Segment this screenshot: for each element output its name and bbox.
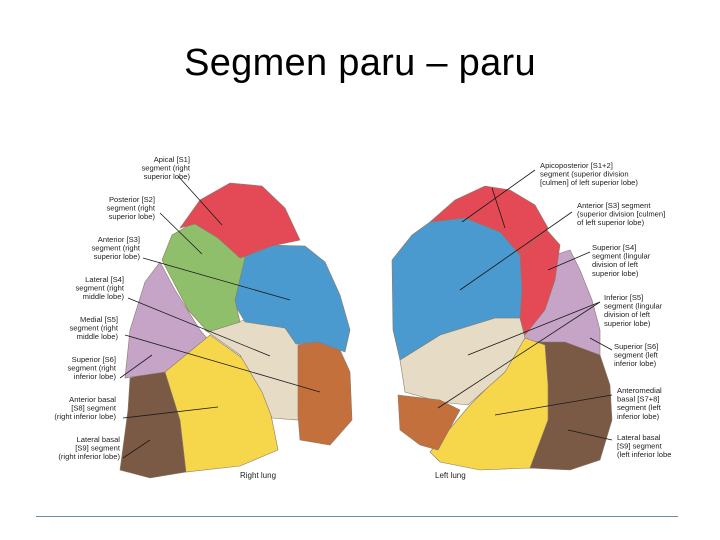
leader-line — [177, 175, 223, 226]
right-lung-caption: Right lung — [240, 471, 276, 480]
right-lung-label-8: Lateral basal[S9] segment(right inferior… — [58, 435, 121, 461]
leader-line — [459, 211, 573, 291]
left-lung-label-line: inferior lobe) — [617, 412, 660, 421]
right-medial-basal-orange — [297, 339, 353, 446]
right-lung-label-line: superior lobe) — [144, 172, 191, 181]
right-lung-label-7: Anterior basal[S8] segment(right inferio… — [54, 395, 117, 421]
leader-line — [159, 212, 203, 255]
leader-line — [124, 334, 321, 393]
right-lung-label-line: Anterior [S3] — [98, 235, 140, 244]
left-lung-label-line: [S9] segment — [617, 442, 663, 451]
left-lung-label-line: inferior lobe) — [614, 359, 657, 368]
left-lung-label-line: (superior division [culmen] — [577, 210, 665, 219]
right-lung-label-line: middle lobe) — [83, 292, 125, 301]
right-lung-label-line: segment (right — [141, 164, 190, 173]
leader-line — [142, 257, 291, 301]
right-lung-label-line: Apical [S1] — [154, 155, 190, 164]
left-lung-label-2: Anterior [S3] segment(superior division … — [577, 201, 665, 227]
left-lung-label-line: Superior [S6] — [614, 342, 658, 351]
left-lung-label-line: segment (lingular — [592, 252, 651, 261]
leader-line — [547, 251, 591, 271]
right-lateral-segment-s4 — [231, 244, 351, 353]
left-lung-label-line: [culmen] of left superior lobe) — [540, 178, 638, 187]
left-lung-label-line: Inferior [S5] — [604, 293, 643, 302]
left-lung-label-line: Anteromedial — [617, 386, 662, 395]
leader-line — [119, 354, 153, 379]
left-lung-label-line: segment (superior division — [540, 170, 629, 179]
right-lung-label-line: Lateral [S4] — [85, 275, 124, 284]
left-lung-label-line: division of left — [592, 260, 639, 269]
right-lung: Right lung — [119, 182, 353, 480]
left-lung-label-line: Anterior [S3] segment — [577, 201, 651, 210]
right-lung-label-line: (right inferior lobe) — [58, 452, 120, 461]
left-lung-label-line: of left superior lobe) — [577, 218, 645, 227]
right-lung-label-line: Medial [S5] — [80, 315, 118, 324]
left-lung-label-7: Lateral basal[S9] segment(left inferior … — [617, 433, 671, 459]
right-lung-label-line: superior lobe) — [94, 252, 141, 261]
leader-lines — [119, 169, 613, 459]
left-lung-caption: Left lung — [435, 471, 466, 480]
right-lung-label-line: segment (right — [91, 244, 140, 253]
right-lung-label-line: inferior lobe) — [74, 372, 117, 381]
left-lung-label-line: superior lobe) — [604, 319, 651, 328]
right-lung-label-line: [S8] segment — [71, 404, 117, 413]
left-lung-label-line: superior lobe) — [592, 269, 639, 278]
right-anterior-segment-s3 — [161, 221, 246, 333]
leader-line — [461, 169, 536, 223]
left-lung-label-line: Apicoposterior [S1+2] — [540, 161, 613, 170]
leader-line — [122, 439, 151, 459]
right-lung-label-line: segment (right — [69, 324, 118, 333]
right-lung-label-line: segment (right — [75, 284, 124, 293]
left-lung-label-line: segment (lingular — [604, 302, 663, 311]
leader-line — [567, 429, 613, 441]
right-lung-label-line: segment (right — [106, 204, 155, 213]
left-apicoposterior-segment — [429, 185, 549, 256]
slide-title: Segmen paru – paru — [184, 42, 536, 84]
right-lung-label-line: middle lobe) — [77, 332, 119, 341]
left-lung-label-line: division of left — [604, 310, 651, 319]
leader-line — [467, 301, 601, 356]
left-lung: Left lung — [391, 185, 613, 480]
footer-rule — [36, 516, 678, 517]
leader-line — [494, 394, 613, 416]
left-medial-orange — [397, 394, 461, 451]
leader-line — [122, 406, 219, 419]
left-lung-label-line: segment (left — [617, 403, 662, 412]
left-lung-label-line: Superior [S4] — [592, 243, 636, 252]
left-lung-label-1: Apicoposterior [S1+2]segment (superior d… — [540, 161, 638, 187]
left-lung-label-line: Lateral basal — [617, 433, 661, 442]
right-lung-label-line: Anterior basal — [69, 395, 116, 404]
right-lung-label-line: segment (right — [67, 364, 116, 373]
left-superior-segment-s4 — [519, 227, 561, 336]
right-lung-label-line: [S9] segment — [75, 444, 121, 453]
leader-line — [437, 301, 601, 409]
right-lung-label-line: Superior [S6] — [72, 355, 116, 364]
right-lung-label-line: (right inferior lobe) — [54, 412, 116, 421]
left-lung-labels: Apicoposterior [S1+2]segment (superior d… — [540, 161, 671, 459]
leader-line — [589, 337, 613, 351]
left-lung-label-line: basal [S7+8] — [617, 395, 659, 404]
right-lung-label-line: Lateral basal — [77, 435, 121, 444]
right-apical-segment-s1 — [179, 182, 301, 259]
left-lung-label-line: segment (left — [614, 351, 659, 360]
leader-line — [491, 187, 506, 229]
right-lung-label-line: Posterior [S2] — [109, 195, 155, 204]
left-lung-label-line: (left inferior lobe — [617, 450, 671, 459]
leader-line — [127, 297, 271, 357]
right-lung-label-line: superior lobe) — [109, 212, 156, 221]
